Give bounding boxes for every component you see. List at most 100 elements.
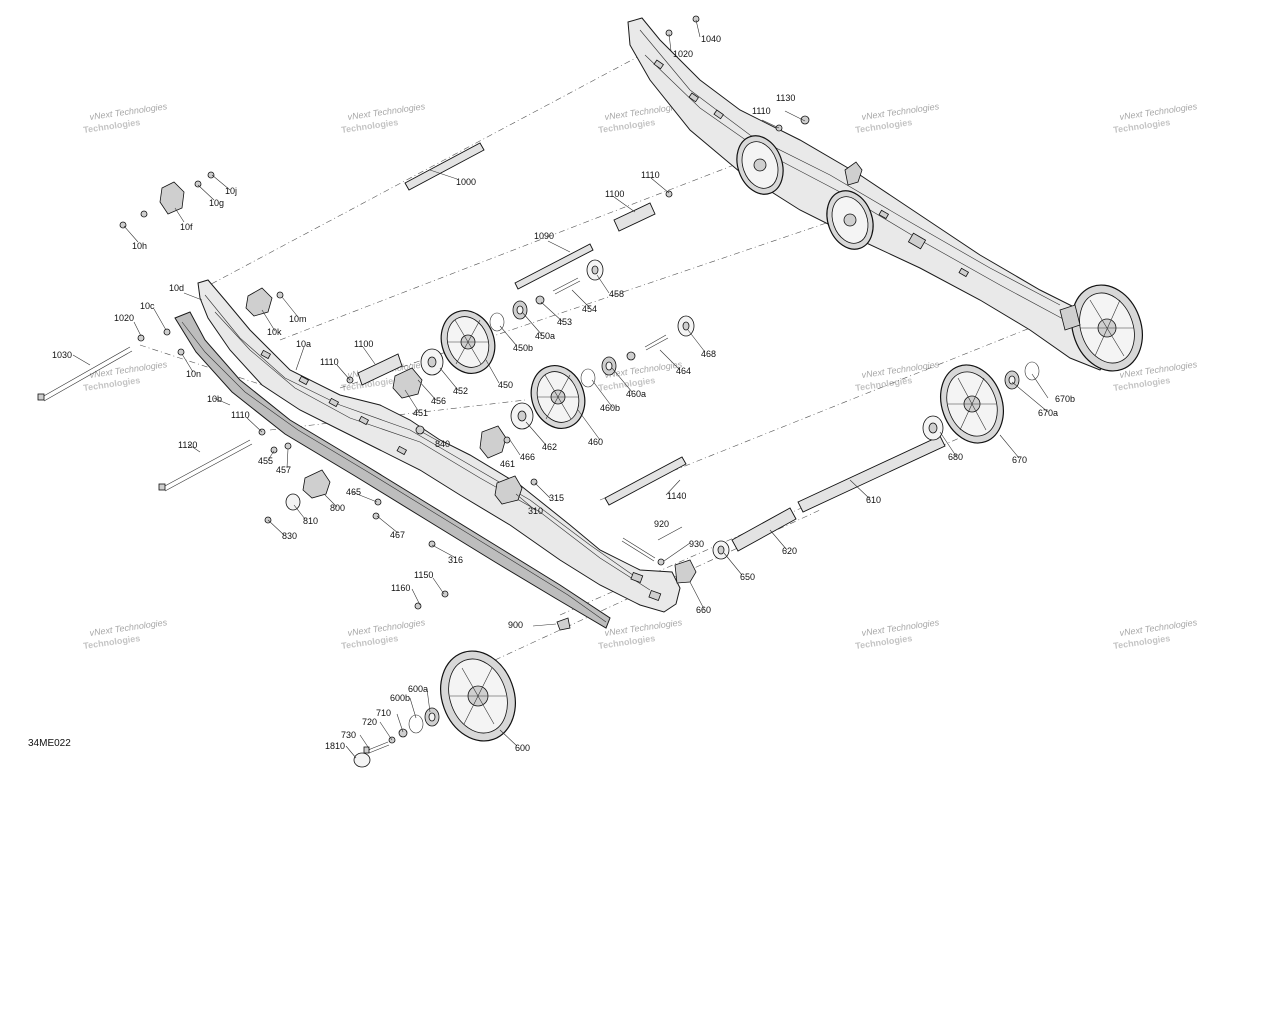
callout-label: 660 [696, 605, 711, 615]
callout-label: 670b [1055, 394, 1075, 404]
rod-1030 [37, 346, 133, 402]
callout-label: 650 [740, 572, 755, 582]
callouts: 1040 1020 1130 1110 1000 10j 10g 10f 10h… [52, 34, 1075, 753]
right-rail-rear-wheel [1071, 284, 1143, 372]
shaft-1090 [514, 243, 594, 290]
callout-label: 460b [600, 403, 620, 413]
washer-458 [586, 259, 604, 281]
bearing-670a [1004, 370, 1020, 390]
callout-label: 456 [431, 396, 446, 406]
callout-label: 800 [330, 503, 345, 513]
callout-label: 10k [267, 327, 282, 337]
callout-label: 10g [209, 198, 224, 208]
callout-label: 610 [866, 495, 881, 505]
callout-label: 1040 [701, 34, 721, 44]
shaft-1140 [604, 456, 687, 506]
bracket-461 [479, 425, 507, 459]
right-rail-bracket [844, 161, 1081, 331]
callout-label: 1020 [114, 313, 134, 323]
callout-label: 10j [225, 186, 237, 196]
callout-label: 830 [282, 531, 297, 541]
leader-lines [72, 19, 1049, 759]
bolt-920 [621, 537, 656, 562]
callout-label: 670a [1038, 408, 1058, 418]
nut-464-468 [626, 351, 636, 361]
callout-label: 461 [500, 459, 515, 469]
ring-460b [580, 368, 596, 388]
callout-label: 930 [689, 539, 704, 549]
ring-600b [408, 714, 424, 734]
callout-label: 451 [413, 408, 428, 418]
callout-label: 1140 [667, 491, 686, 501]
callout-label: 600b [390, 693, 410, 703]
callout-label: 452 [453, 386, 468, 396]
callout-label: 1120 [178, 440, 197, 450]
left-rail-upper [197, 279, 681, 613]
bearing-450a [512, 300, 528, 320]
right-rail-wheel [736, 135, 784, 195]
diagram-id-code: 34ME022 [28, 738, 71, 749]
callout-label: 10m [289, 314, 307, 324]
shaft-620 [731, 507, 797, 552]
callout-label: 458 [609, 289, 624, 299]
callout-label: 462 [542, 442, 557, 452]
shaft-610 [797, 435, 946, 513]
callout-label: 468 [701, 349, 716, 359]
callout-label: 10h [132, 241, 147, 251]
callout-label: 730 [341, 730, 356, 740]
bolt-464 [644, 334, 669, 351]
shaft-1100-right [613, 202, 656, 232]
callout-label: 465 [346, 487, 361, 497]
bearing-460a [601, 356, 617, 376]
callout-label: 1030 [52, 350, 72, 360]
callout-label: 810 [303, 516, 318, 526]
callout-label: 454 [582, 304, 597, 314]
callout-label: 455 [258, 456, 273, 466]
shaft-1100-left [357, 353, 403, 386]
callout-label: 1110 [320, 357, 339, 367]
callout-label: 1100 [605, 189, 624, 199]
callout-label: 1100 [354, 339, 373, 349]
washer-468 [677, 315, 695, 337]
callout-label: 315 [549, 493, 564, 503]
callout-label: 620 [782, 546, 797, 556]
callout-label: 10n [186, 369, 201, 379]
block-660 [674, 559, 697, 584]
callout-label: 1810 [325, 741, 345, 751]
wheel-600 [440, 650, 516, 742]
callout-label: 464 [676, 366, 691, 376]
bolt-454 [552, 277, 581, 295]
wheel-460 [530, 365, 586, 429]
callout-label: 453 [557, 317, 572, 327]
callout-label: 467 [390, 530, 405, 540]
spacer-680 [922, 415, 944, 441]
spacer-452 [420, 348, 444, 376]
callout-label: 10f [180, 222, 193, 232]
ring-670b [1024, 361, 1040, 381]
clip-900 [556, 617, 571, 631]
callout-label: 10a [296, 339, 311, 349]
callout-label: 450b [513, 343, 533, 353]
ring-450b [489, 312, 505, 332]
callout-label: 10b [207, 394, 222, 404]
callout-label: 1110 [231, 410, 250, 420]
bearing-600a [424, 707, 440, 727]
callout-label: 10c [140, 301, 155, 311]
callout-label: 460a [626, 389, 646, 399]
right-rail [627, 17, 1116, 371]
callout-label: 840 [435, 439, 450, 449]
callout-label: 1090 [534, 231, 554, 241]
nut-453 [535, 295, 545, 305]
bracket-800 [302, 469, 331, 499]
